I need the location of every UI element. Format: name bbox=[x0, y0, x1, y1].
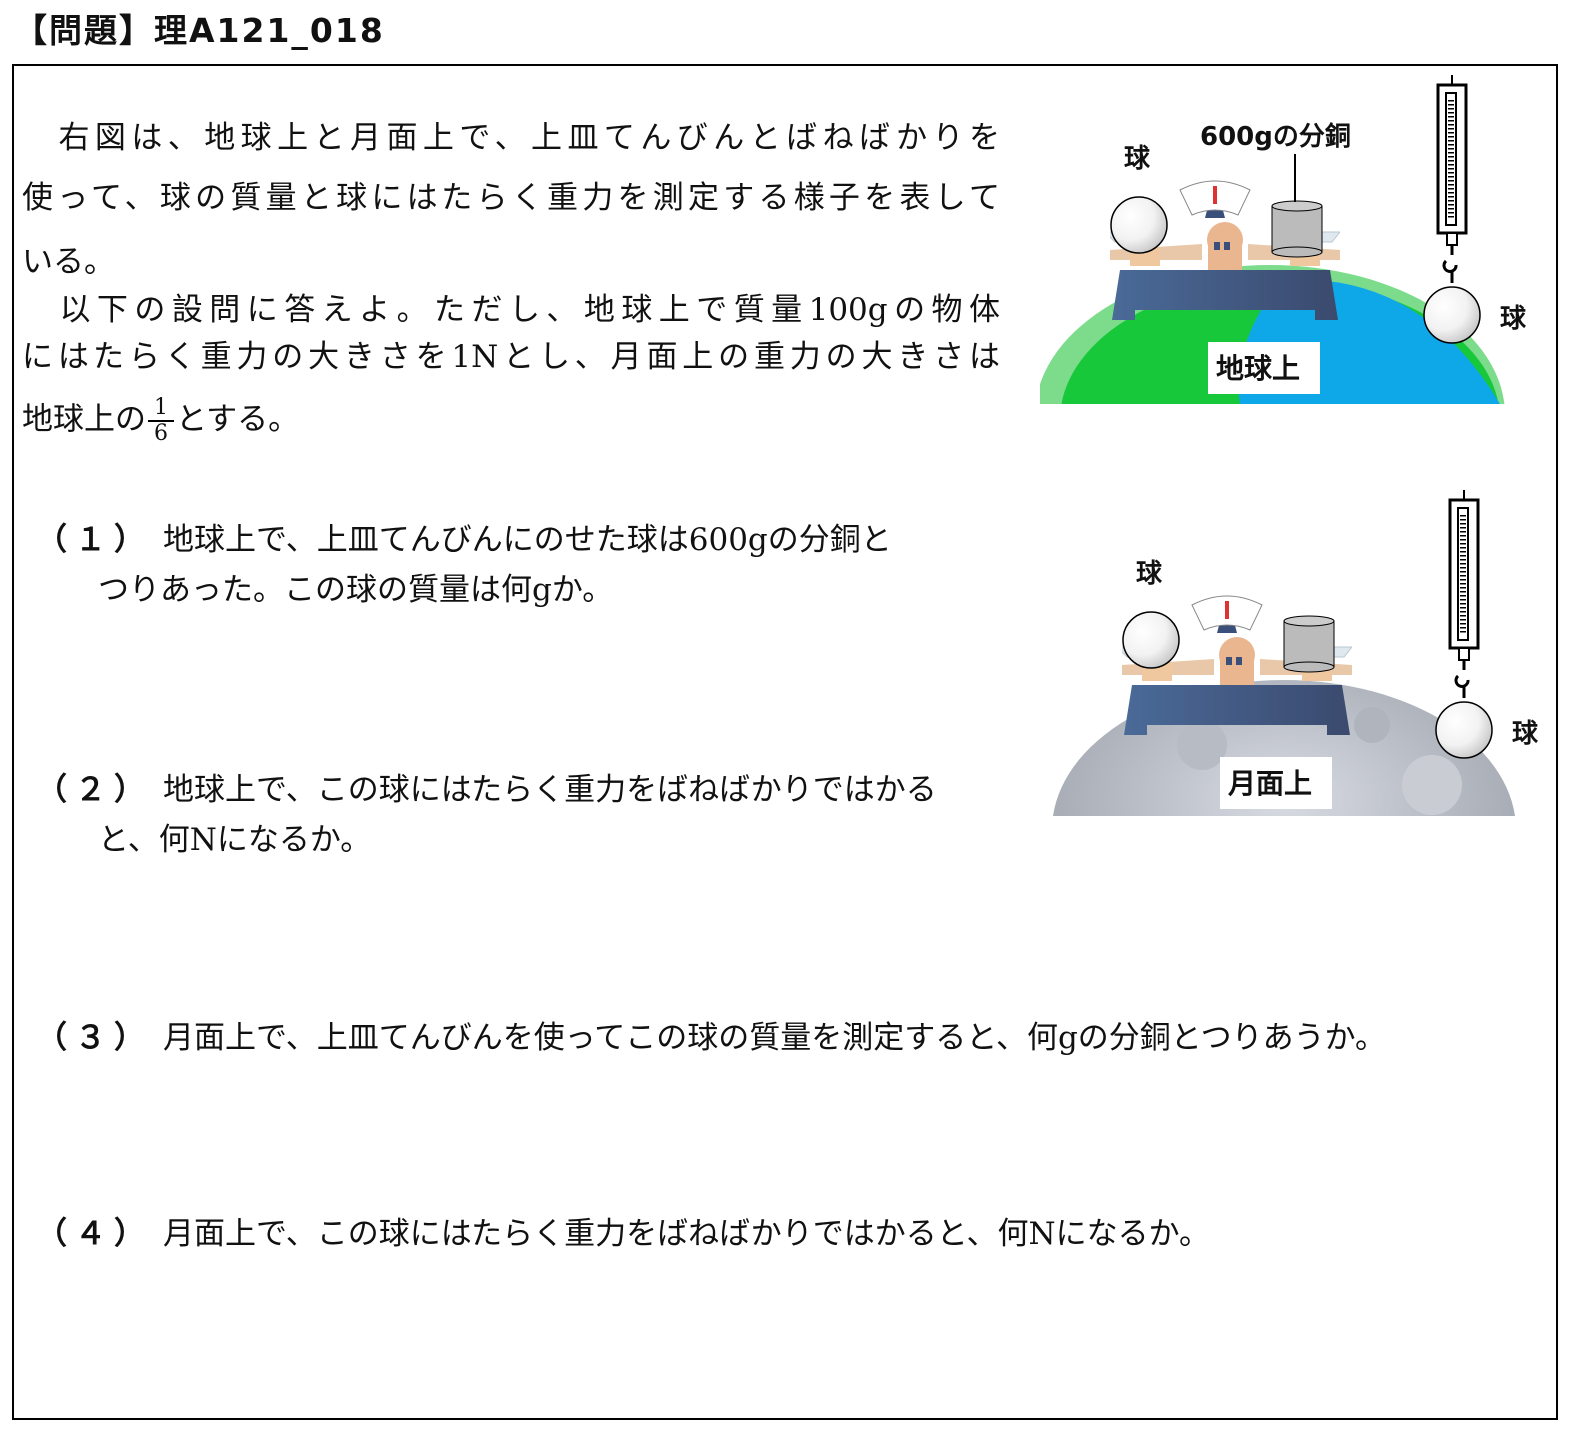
intro-line: いる。 bbox=[22, 244, 115, 280]
question-text: 月面上で、この球にはたらく重力をばねばかりではかると、何Nになるか。 bbox=[163, 1216, 1211, 1252]
question-2-cont: と、何Nになるか。 bbox=[98, 822, 372, 858]
intro-line: 右図は、地球上と月面上で、上皿てんびんとばねばかりを bbox=[22, 120, 1000, 156]
place-label-moon: 月面上 bbox=[1227, 767, 1312, 800]
fraction-numerator: 1 bbox=[148, 396, 174, 422]
hanging-ball-label: 球 bbox=[1512, 719, 1539, 749]
ball-label: 球 bbox=[1136, 559, 1163, 589]
question-text: 月面上で、上皿てんびんを使ってこの球の質量を測定すると、何gの分銅とつりあうか。 bbox=[163, 1020, 1386, 1056]
intro-line: 以下の設問に答えよ。ただし、地球上で質量100gの物体 bbox=[22, 292, 1000, 328]
hanging-ball bbox=[1435, 701, 1493, 759]
problem-title: 【問題】理A121_018 bbox=[14, 11, 385, 50]
ball-on-balance bbox=[1122, 611, 1180, 669]
question-text: 地球上で、この球にはたらく重力をばねばかりではかる bbox=[163, 772, 937, 808]
question-3: （３） 月面上で、上皿てんびんを使ってこの球の質量を測定すると、何gの分銅とつりあ… bbox=[36, 1018, 1386, 1058]
weight bbox=[1283, 615, 1335, 673]
spring-scale bbox=[1438, 75, 1466, 283]
intro-line: 使って、球の質量と球にはたらく重力を測定する様子を表して bbox=[22, 180, 1000, 216]
question-4: （４） 月面上で、この球にはたらく重力をばねばかりではかると、何Nになるか。 bbox=[36, 1214, 1210, 1254]
moon-figure: 球 球 月面上 bbox=[1053, 485, 1539, 816]
question-text: 地球上で、上皿てんびんにのせた球は600gの分銅と bbox=[163, 522, 892, 558]
problem-frame bbox=[12, 64, 1558, 1420]
question-2: （２） 地球上で、この球にはたらく重力をばねばかりではかる bbox=[36, 770, 937, 810]
question-number: （４） bbox=[36, 1216, 153, 1252]
question-1: （１） 地球上で、上皿てんびんにのせた球は600gの分銅と bbox=[36, 520, 892, 560]
intro-text: 地球上の bbox=[22, 401, 146, 438]
hanging-ball bbox=[1423, 286, 1481, 344]
weight-label: 600gの分銅 bbox=[1200, 121, 1351, 152]
question-1-cont: つりあった。この球の質量は何gか。 bbox=[98, 572, 614, 608]
weight-600g bbox=[1271, 154, 1323, 258]
hanging-ball-label: 球 bbox=[1500, 304, 1527, 334]
earth-figure: 球 600gの分銅 球 地球上 bbox=[1040, 70, 1527, 404]
intro-text: とする。 bbox=[176, 401, 300, 438]
question-number: （２） bbox=[36, 772, 153, 808]
place-label-earth: 地球上 bbox=[1216, 352, 1300, 385]
intro-line: にはたらく重力の大きさを1Nとし、月面上の重力の大きさは bbox=[22, 339, 1000, 375]
spring-scale bbox=[1450, 490, 1478, 698]
question-number: （１） bbox=[36, 522, 153, 558]
ball-label: 球 bbox=[1124, 144, 1151, 174]
ball-on-balance bbox=[1110, 196, 1168, 254]
question-number: （３） bbox=[36, 1020, 153, 1056]
fraction-denominator: 6 bbox=[154, 421, 168, 446]
